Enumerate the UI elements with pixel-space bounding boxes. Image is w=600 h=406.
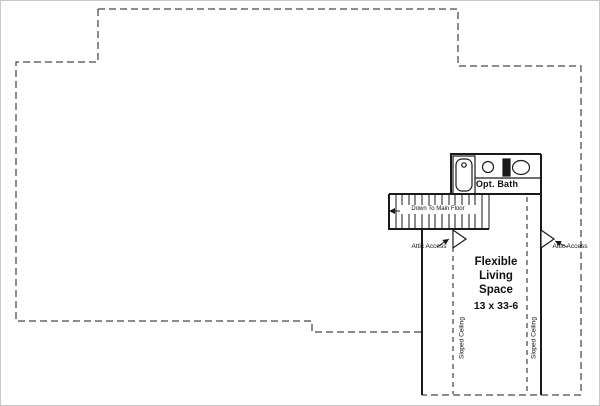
leader-arrows <box>436 238 568 248</box>
attic-access-doors <box>452 228 556 250</box>
attic-access-leader-right <box>554 240 568 248</box>
room-label: Flexible Living Space 13 x 33-6 <box>450 256 542 312</box>
sloped-ceiling-lines <box>452 197 528 394</box>
attic-access-label-right: Attic Access <box>552 243 588 250</box>
toilet-icon <box>502 158 531 177</box>
attic-access-door-left-icon <box>452 228 468 250</box>
room-name: Flexible Living Space <box>474 256 518 296</box>
bathtub-icon <box>452 155 476 195</box>
bath-label: Opt. Bath <box>475 179 519 189</box>
sloped-ceiling-label-left: Sloped Ceiling <box>458 317 466 359</box>
attic-access-leader-left <box>436 238 450 248</box>
vanity-sink-icon <box>475 160 541 179</box>
sloped-ceiling-label-right: Sloped Ceiling <box>530 317 538 359</box>
roof-outline <box>15 8 582 396</box>
attic-access-door-right-icon <box>540 228 556 250</box>
attic-access-label-left: Attic Access <box>411 243 447 250</box>
room-dimensions: 13 x 33-6 <box>473 300 519 313</box>
stairs-label: Down To Main Floor <box>400 205 476 214</box>
